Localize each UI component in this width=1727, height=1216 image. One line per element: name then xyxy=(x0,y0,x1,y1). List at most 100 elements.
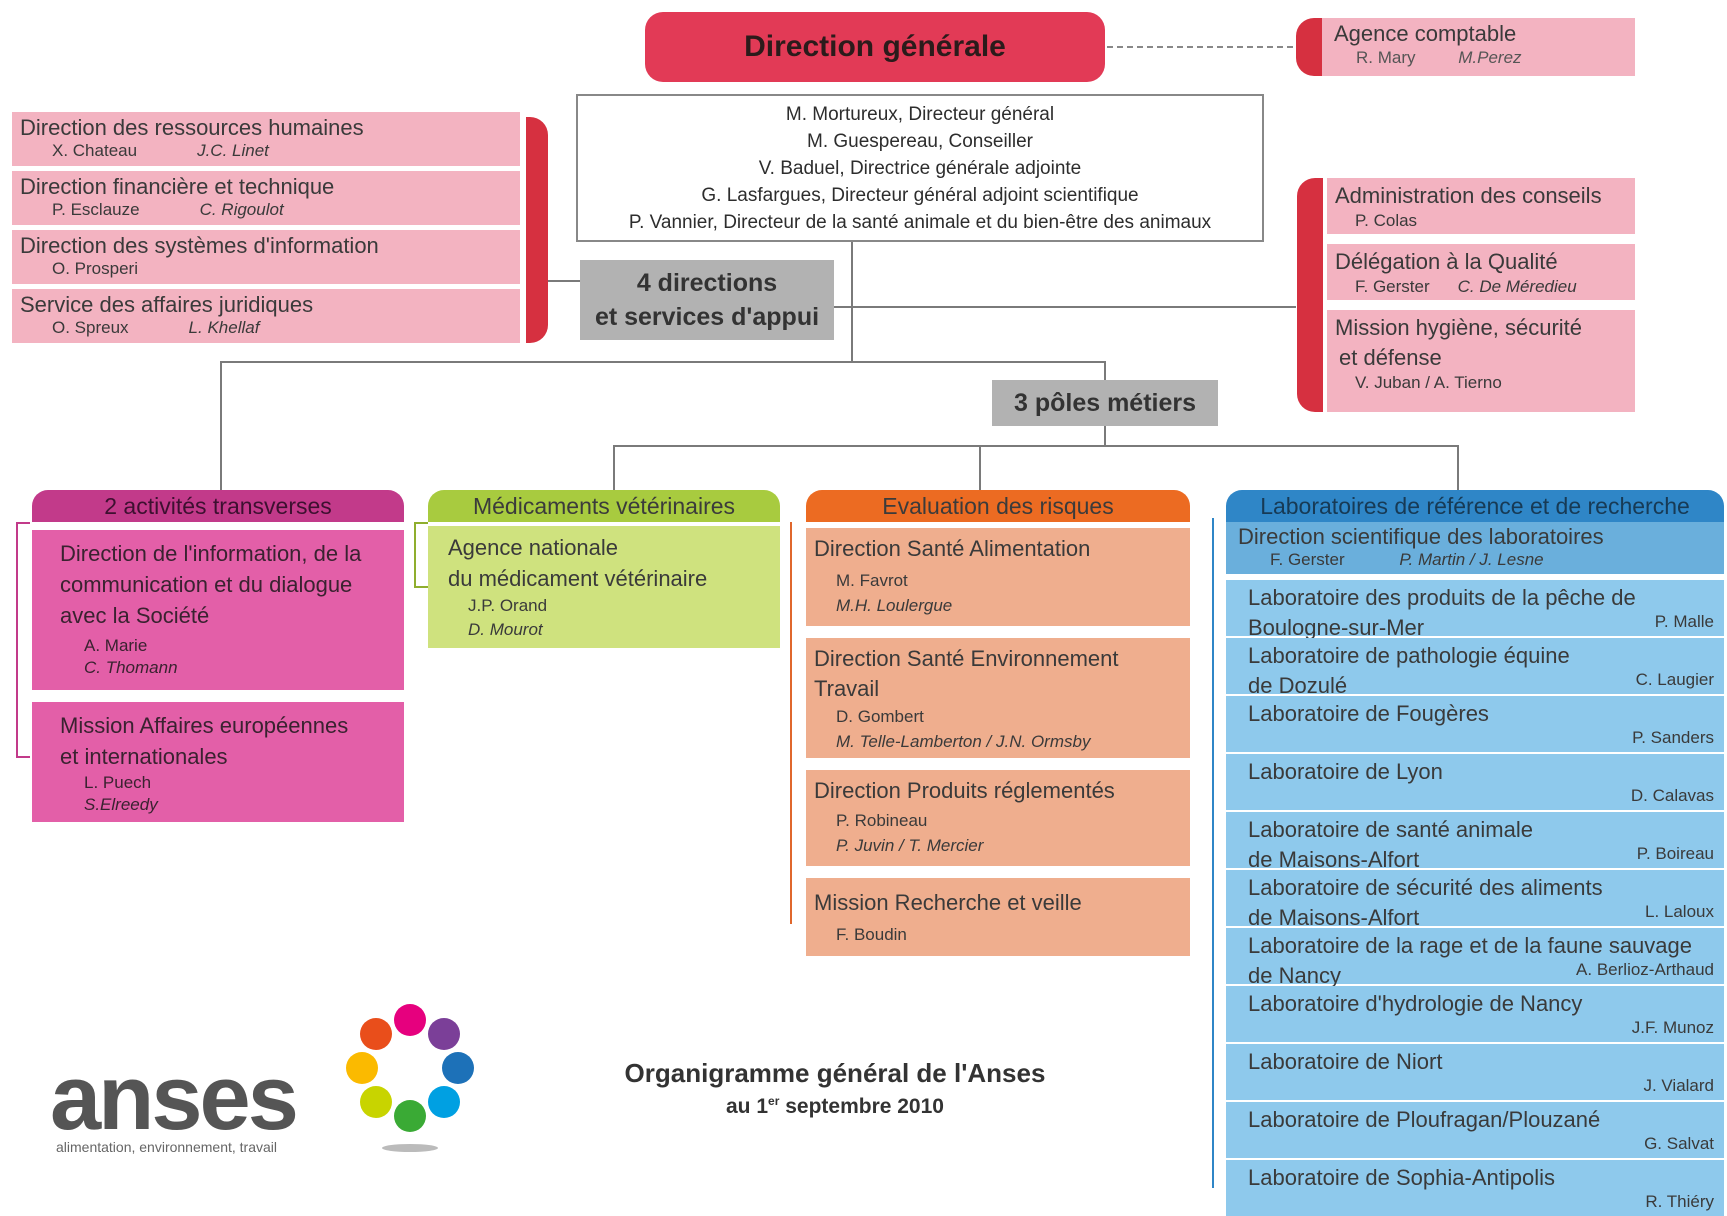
support-item-title: Direction financière et technique xyxy=(20,174,335,199)
support-item-name: J.C. Linet xyxy=(197,141,269,160)
risques-name: P. Juvin / T. Mercier xyxy=(836,836,984,855)
transverse-line: Direction de l'information, de la xyxy=(60,541,362,566)
labo-item-title: Laboratoire des produits de la pêche de xyxy=(1248,585,1636,610)
anses-flower-icon xyxy=(346,1004,474,1152)
support-item: Direction financière et technique P. Esc… xyxy=(12,171,520,225)
risques-name: D. Gombert xyxy=(836,707,924,726)
support-item-title: Service des affaires juridiques xyxy=(20,292,314,317)
staff-item-name: V. Juban / A. Tierno xyxy=(1355,373,1502,392)
transverse-line: avec la Société xyxy=(60,603,210,628)
dg-person: M. Mortureux, Directeur général xyxy=(785,104,1055,125)
labo-item-title: de Dozulé xyxy=(1248,673,1348,698)
medicaments-name: J.P. Orand xyxy=(468,596,548,615)
connector xyxy=(979,445,981,491)
labo-item-name: P. Sanders xyxy=(1632,728,1714,747)
support-item-name: O. Prosperi xyxy=(52,259,138,278)
labo-bracket xyxy=(1212,518,1226,1188)
labo-item-title: Laboratoire de Ploufragan/Plouzané xyxy=(1248,1107,1601,1132)
transverse-item: Direction de l'information, de la commun… xyxy=(32,530,404,690)
staff-bracket xyxy=(1297,178,1323,412)
support-label-line: 4 directions xyxy=(636,269,778,297)
dg-person: P. Vannier, Directeur de la santé animal… xyxy=(628,212,1212,233)
labo-item-title: de Maisons-Alfort xyxy=(1248,847,1420,872)
dg-person: V. Baduel, Directrice générale adjointe xyxy=(758,158,1082,179)
labo-item-title: de Nancy xyxy=(1248,963,1341,988)
labo-item-name: J. Vialard xyxy=(1643,1076,1714,1095)
labo-item-name: P. Boireau xyxy=(1636,844,1714,863)
labo-item: Laboratoire de Fougères P. Sanders xyxy=(1226,696,1724,752)
labo-item-name: R. Thiéry xyxy=(1645,1192,1714,1211)
labo-item: Laboratoire de la rage et de la faune sa… xyxy=(1226,928,1724,988)
labo-header: Laboratoires de référence et de recherch… xyxy=(1226,490,1724,522)
labo-item-title: Boulogne-sur-Mer xyxy=(1248,615,1425,640)
anses-logo-wordmark: anses xyxy=(50,1047,299,1149)
medicaments-header: Médicaments vétérinaires xyxy=(428,490,780,522)
connector xyxy=(544,280,582,282)
agence-comptable-title: Agence comptable xyxy=(1334,21,1517,46)
anses-logo-tagline: alimentation, environnement, travail xyxy=(56,1139,278,1155)
risques-item: Mission Recherche et veille F. Boudin xyxy=(806,878,1190,956)
labo-item: Laboratoire de Niort J. Vialard xyxy=(1226,1044,1724,1100)
risques-header: Evaluation des risques xyxy=(806,490,1190,522)
labo-item: Laboratoire de santé animale de Maisons-A… xyxy=(1226,812,1724,872)
labo-item-name: G. Salvat xyxy=(1644,1134,1714,1153)
staff-item: Administration des conseils P. Colas xyxy=(1327,178,1635,234)
support-item-title: Direction des systèmes d'information xyxy=(20,233,379,258)
transverse-line: communication et du dialogue xyxy=(60,572,353,597)
risques-name: M.H. Loulergue xyxy=(836,596,953,615)
labo-direction-name: P. Martin / J. Lesne xyxy=(1399,550,1544,569)
risques-item: Direction Santé Alimentation M. Favrot M… xyxy=(806,528,1190,626)
poles-label-text: 3 pôles métiers xyxy=(1013,389,1197,417)
staff-item-title: et défense xyxy=(1339,345,1442,370)
support-item-name: X. Chateau xyxy=(52,141,138,160)
agence-comptable-name: R. Mary xyxy=(1356,48,1416,67)
labo-item-title: Laboratoire de santé animale xyxy=(1248,817,1533,842)
transverse-bracket xyxy=(16,522,30,758)
transverse-header-text: 2 activités transverses xyxy=(104,493,332,519)
labo-item-name: L. Laloux xyxy=(1645,902,1714,921)
medicaments-line: Agence nationale xyxy=(448,535,619,560)
labo-item-title: Laboratoire de Lyon xyxy=(1248,759,1443,784)
staff-item: Mission hygiène, sécurité et défense V. … xyxy=(1327,310,1635,412)
medicaments-bracket xyxy=(414,522,428,588)
labo-item: Laboratoire des produits de la pêche de B… xyxy=(1226,580,1724,640)
support-item-name: C. Rigoulot xyxy=(199,200,284,219)
connector xyxy=(220,361,222,491)
agence-comptable-bar xyxy=(1296,18,1322,76)
support-bracket xyxy=(526,117,548,343)
risques-bracket xyxy=(790,522,804,924)
transverse-name: A. Marie xyxy=(84,636,148,655)
labo-item-name: P. Malle xyxy=(1654,612,1714,631)
support-item-title: Direction des ressources humaines xyxy=(20,115,364,140)
risques-item: Direction Produits réglementés P. Robine… xyxy=(806,770,1190,866)
labo-item-title: Laboratoire de pathologie équine xyxy=(1248,643,1570,668)
connector xyxy=(834,306,1296,308)
labo-item-title: Laboratoire de Niort xyxy=(1248,1049,1443,1074)
agence-comptable-name: M.Perez xyxy=(1458,48,1522,67)
support-item: Service des affaires juridiques O. Spreu… xyxy=(12,289,520,343)
labo-header-text: Laboratoires de référence et de recherch… xyxy=(1260,493,1690,519)
labo-item-title: Laboratoire de Fougères xyxy=(1248,701,1489,726)
connector xyxy=(1457,445,1459,491)
staff-item-title: Délégation à la Qualité xyxy=(1335,249,1558,274)
labo-direction-title: Direction scientifique des laboratoires xyxy=(1238,524,1604,549)
labo-item-title: Laboratoire de la rage et de la faune sa… xyxy=(1248,933,1692,958)
risques-name: M. Telle-Lamberton / J.N. Ormsby xyxy=(836,732,1091,751)
footer-title: Organigramme général de l'Anses xyxy=(624,1058,1046,1088)
staff-item-name: F. Gerster xyxy=(1355,277,1430,296)
transverse-line: et internationales xyxy=(60,744,228,769)
risques-item: Direction Santé Environnement Travail D.… xyxy=(806,638,1190,758)
dashed-connector xyxy=(1107,46,1303,48)
transverse-name: L. Puech xyxy=(84,773,152,792)
labo-direction-name: F. Gerster xyxy=(1270,550,1345,569)
poles-label: 3 pôles métiers xyxy=(992,380,1218,426)
risques-line: Travail xyxy=(814,676,880,701)
transverse-name: C. Thomann xyxy=(84,658,178,677)
risques-name: F. Boudin xyxy=(836,925,907,944)
support-label: 4 directions et services d'appui xyxy=(580,260,834,340)
risques-name: P. Robineau xyxy=(836,811,928,830)
flower-petals xyxy=(346,1004,474,1132)
